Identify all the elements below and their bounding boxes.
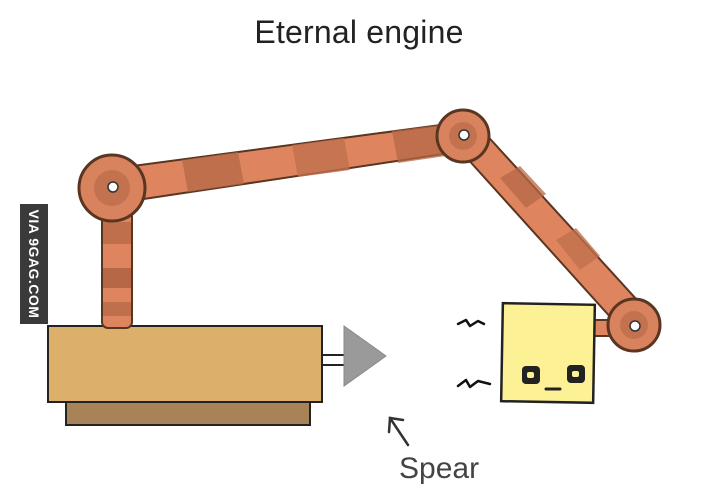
page-title: Eternal engine [254, 14, 464, 50]
base-top-block [47, 325, 323, 403]
motion-lines [456, 318, 492, 389]
arm-upper [117, 121, 471, 203]
pointer-arrow [387, 416, 410, 447]
face-eyes [522, 365, 585, 384]
joint-top-right [435, 108, 491, 164]
arm-vertical [101, 199, 133, 329]
joint-left [77, 153, 147, 223]
watermark-badge: VIA 9GAG.COM [20, 204, 48, 324]
spear [322, 325, 387, 387]
yellow-creature [499, 301, 597, 405]
joint-right [606, 297, 662, 353]
spear-label: Spear [399, 452, 480, 485]
machine-base [47, 325, 323, 426]
arm-diagonal [455, 129, 649, 331]
spear-arrowhead [343, 325, 387, 387]
